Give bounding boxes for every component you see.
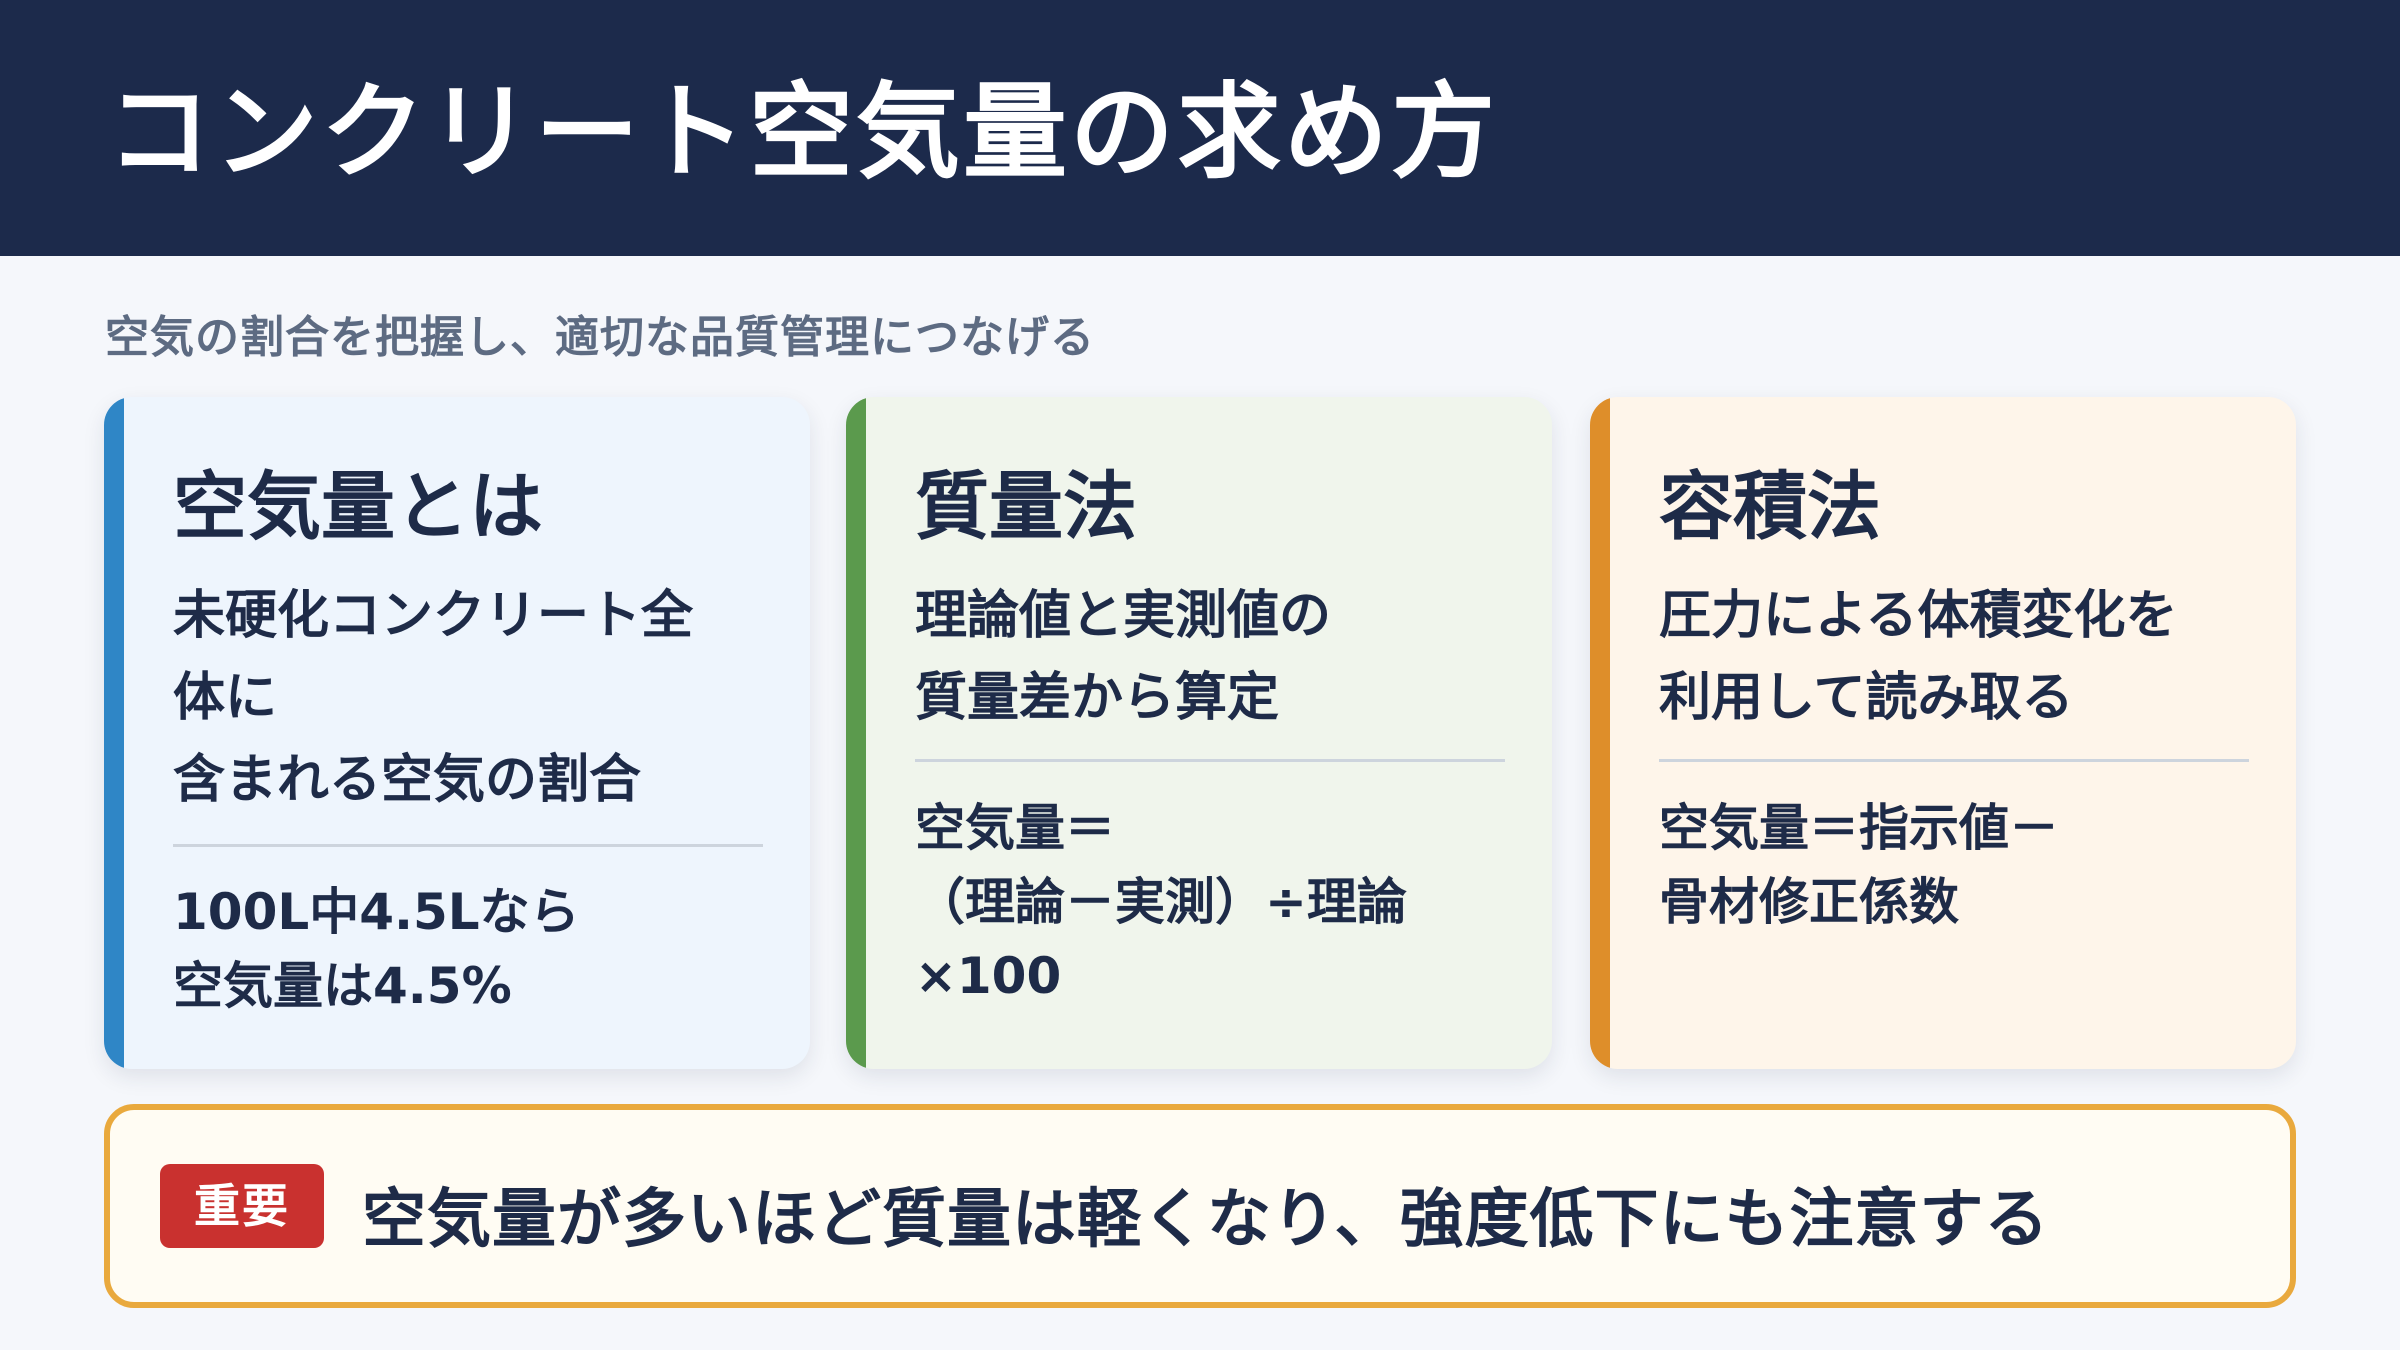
card-formula: 空気量＝ （理論－実測）÷理論 ×100 (915, 791, 1525, 1013)
card-description: 理論値と実測値の 質量差から算定 (915, 575, 1515, 739)
header-bar: コンクリート空気量の求め方 (0, 0, 2400, 256)
card-formula-line: （理論－実測）÷理論 (915, 873, 1407, 931)
card-accent-stripe (104, 397, 124, 1069)
card-mass-method: 質量法 理論値と実測値の 質量差から算定 空気量＝ （理論－実測）÷理論 ×10… (846, 397, 1552, 1069)
card-volumetric-method: 容積法 圧力による体積変化を 利用して読み取る 空気量＝指示値－ 骨材修正係数 (1590, 397, 2296, 1069)
card-description-line: 圧力による体積変化を (1659, 586, 2178, 646)
card-description-line: 質量差から算定 (915, 668, 1280, 728)
card-title: 空気量とは (173, 464, 543, 550)
card-description-line: 利用して読み取る (1659, 668, 2074, 728)
card-description-line: 未硬化コンクリート全 (173, 586, 694, 646)
card-formula-line: ×100 (915, 947, 1062, 1005)
card-air-content-definition: 空気量とは 未硬化コンクリート全 体に 含まれる空気の割合 100L中4.5Lな… (104, 397, 810, 1069)
card-description: 圧力による体積変化を 利用して読み取る (1659, 575, 2259, 739)
card-title: 容積法 (1659, 464, 1881, 550)
important-note-box: 重要 空気量が多いほど質量は軽くなり、強度低下にも注意する (104, 1104, 2296, 1308)
card-divider (173, 844, 763, 847)
subtitle: 空気の割合を把握し、適切な品質管理につなげる (105, 312, 1095, 363)
card-example: 100L中4.5Lなら 空気量は4.5% (173, 875, 783, 1023)
card-description: 未硬化コンクリート全 体に 含まれる空気の割合 (173, 575, 773, 821)
card-accent-stripe (1590, 397, 1610, 1069)
card-formula-line: 骨材修正係数 (1659, 873, 1959, 931)
card-accent-stripe (846, 397, 866, 1069)
card-description-line: 含まれる空気の割合 (173, 750, 642, 810)
card-description-line: 理論値と実測値の (915, 586, 1332, 646)
card-example-line: 100L中4.5Lなら (173, 883, 580, 941)
page-title: コンクリート空気量の求め方 (107, 71, 1499, 193)
important-note-text: 空気量が多いほど質量は軽くなり、強度低下にも注意する (362, 1183, 2050, 1257)
card-formula: 空気量＝指示値－ 骨材修正係数 (1659, 791, 2269, 939)
card-title: 質量法 (915, 464, 1137, 550)
card-divider (915, 759, 1505, 762)
card-example-line: 空気量は4.5% (173, 957, 512, 1015)
card-formula-line: 空気量＝指示値－ (1659, 799, 2059, 857)
card-formula-line: 空気量＝ (915, 799, 1115, 857)
card-divider (1659, 759, 2249, 762)
important-badge: 重要 (160, 1164, 324, 1248)
card-description-line: 体に (173, 668, 278, 728)
